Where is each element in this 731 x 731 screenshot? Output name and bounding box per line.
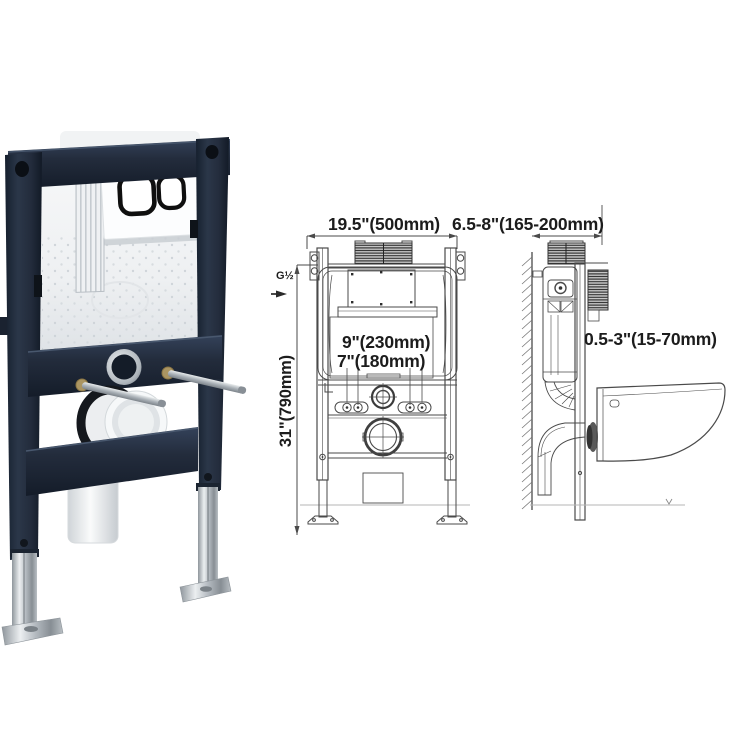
front-frame-drawing xyxy=(300,240,470,525)
front-view-diagram xyxy=(271,233,470,535)
height-dimension-label: 31"(790mm) xyxy=(276,355,295,448)
flush-pipe-hole xyxy=(369,383,397,411)
fixing-rods xyxy=(75,366,247,408)
width-dimension-line xyxy=(306,233,458,249)
flush-button-small xyxy=(156,173,187,211)
height-dimension-line xyxy=(294,264,318,535)
depth-dimension-label: 6.5-8"(165-200mm) xyxy=(452,214,604,234)
water-inlet-label: G½ xyxy=(276,270,294,282)
left-leg xyxy=(1,539,64,646)
side-view-diagram xyxy=(521,205,726,521)
frame-bottom-beam xyxy=(25,427,199,496)
drain-hole xyxy=(362,416,404,458)
side-floor-line xyxy=(530,498,685,506)
right-leg xyxy=(179,473,232,603)
fixing-slots xyxy=(334,401,432,414)
side-actuator-block xyxy=(547,240,586,265)
side-drain-elbow xyxy=(537,422,586,496)
drain-gasket xyxy=(586,422,598,452)
flush-bend xyxy=(544,381,576,411)
width-dimension-label: 19.5"(500mm) xyxy=(328,214,440,234)
spacing-leader-lines xyxy=(346,368,423,405)
wall-clearance-label: 0.5-3"(15-70mm) xyxy=(584,329,717,349)
product-photo xyxy=(0,131,247,646)
water-inlet-arrow xyxy=(271,290,287,298)
wall-section xyxy=(521,252,543,510)
drain-bracket xyxy=(362,472,404,504)
depth-dimension-line xyxy=(532,205,603,245)
frame-top-beam xyxy=(8,139,230,189)
side-cistern-profile xyxy=(542,266,578,383)
frame-mid-beam xyxy=(27,335,223,397)
fixing-spacing-inner-label: 7"(180mm) xyxy=(337,351,426,371)
side-rail xyxy=(574,262,586,521)
toilet-bowl-profile xyxy=(596,382,726,462)
side-flush-plate-block xyxy=(585,262,609,322)
fixing-spacing-outer-label: 9"(230mm) xyxy=(342,332,431,352)
front-legs xyxy=(307,479,468,525)
frame-right-post xyxy=(190,137,229,490)
